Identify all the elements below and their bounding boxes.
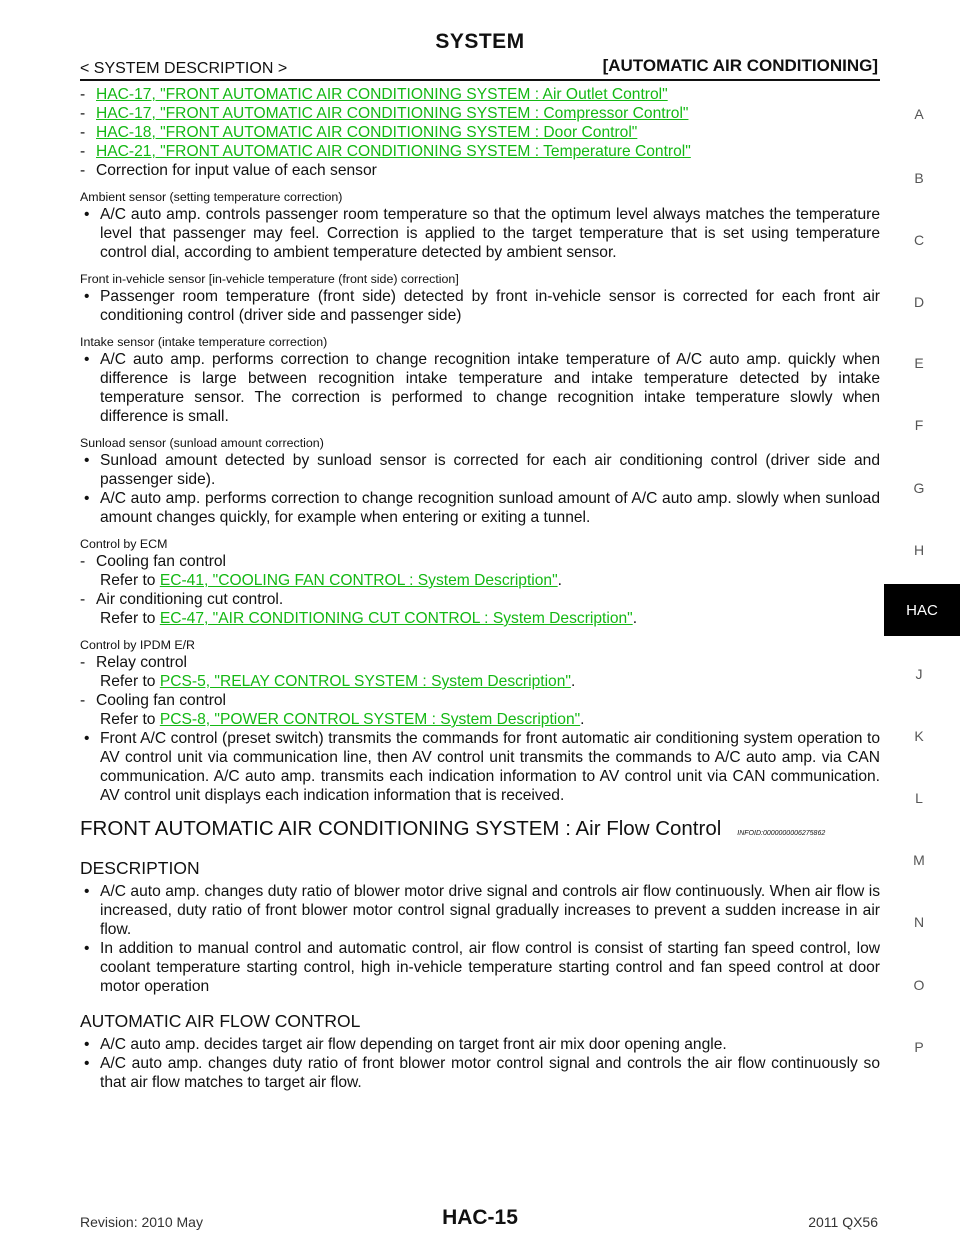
bullet-item: • Front A/C control (preset switch) tran…	[84, 730, 880, 804]
front-in-vehicle-sensor-heading: Front in-vehicle sensor [in-vehicle temp…	[80, 272, 459, 286]
refer-line: Refer to EC-41, "COOLING FAN CONTROL : S…	[100, 572, 562, 589]
sunload-sensor-heading: Sunload sensor (sunload amount correctio…	[80, 436, 324, 450]
main-content: - HAC-17, "FRONT AUTOMATIC AIR CONDITION…	[80, 85, 880, 1092]
index-letter[interactable]: H	[913, 542, 925, 558]
correction-item: - Correction for input value of each sen…	[80, 162, 377, 179]
breadcrumb: < SYSTEM DESCRIPTION >	[80, 60, 288, 77]
active-section-tab[interactable]: HAC	[884, 584, 960, 636]
index-letter[interactable]: A	[914, 106, 924, 122]
link-door-control[interactable]: HAC-18, "FRONT AUTOMATIC AIR CONDITIONIN…	[96, 124, 638, 141]
ipdm-item: - Relay control	[80, 654, 188, 671]
refer-line: Refer to EC-47, "AIR CONDITIONING CUT CO…	[100, 610, 638, 627]
ambient-sensor-heading: Ambient sensor (setting temperature corr…	[80, 190, 343, 204]
air-flow-control-heading: FRONT AUTOMATIC AIR CONDITIONING SYSTEM …	[80, 818, 880, 843]
section-label: [AUTOMATIC AIR CONDITIONING]	[602, 56, 878, 75]
header-rule	[80, 79, 880, 81]
ecm-item: - Cooling fan control	[80, 553, 227, 570]
refer-line: Refer to PCS-5, "RELAY CONTROL SYSTEM : …	[100, 673, 576, 690]
ipdm-item: - Cooling fan control	[80, 692, 227, 709]
link-ec-47[interactable]: EC-47, "AIR CONDITIONING CUT CONTROL : S…	[159, 610, 633, 627]
index-letter[interactable]: N	[913, 914, 925, 930]
index-letter[interactable]: K	[914, 728, 924, 744]
link-air-outlet-control[interactable]: HAC-17, "FRONT AUTOMATIC AIR CONDITIONIN…	[96, 86, 668, 103]
index-letter[interactable]: F	[914, 417, 924, 433]
bullet-item: • A/C auto amp. controls passenger room …	[84, 206, 880, 261]
bullet-item: • A/C auto amp. changes duty ratio of bl…	[84, 883, 880, 938]
info-id: INFOID:0000000006275862	[737, 830, 826, 837]
index-letter[interactable]: C	[913, 232, 925, 248]
link-pcs-5[interactable]: PCS-5, "RELAY CONTROL SYSTEM : System De…	[159, 673, 571, 690]
index-letter[interactable]: O	[913, 977, 925, 993]
intake-sensor-heading: Intake sensor (intake temperature correc…	[80, 335, 328, 349]
index-letter[interactable]: M	[913, 852, 925, 868]
top-link-item: - HAC-18, "FRONT AUTOMATIC AIR CONDITION…	[80, 123, 880, 142]
index-letter[interactable]: P	[914, 1039, 924, 1055]
index-letter[interactable]: L	[915, 790, 923, 806]
link-temperature-control[interactable]: HAC-21, "FRONT AUTOMATIC AIR CONDITIONIN…	[96, 143, 691, 160]
revision-label: Revision: 2010 May	[80, 1214, 203, 1230]
ipdm-heading: Control by IPDM E/R	[80, 638, 195, 652]
page-title: SYSTEM	[435, 30, 525, 53]
link-pcs-8[interactable]: PCS-8, "POWER CONTROL SYSTEM : System De…	[159, 711, 581, 728]
ecm-heading: Control by ECM	[80, 537, 168, 551]
automatic-air-flow-heading: AUTOMATIC AIR FLOW CONTROL	[80, 1011, 361, 1031]
link-ec-41[interactable]: EC-41, "COOLING FAN CONTROL : System Des…	[159, 572, 558, 589]
model-label: 2011 QX56	[808, 1214, 878, 1230]
ecm-item: - Air conditioning cut control.	[80, 591, 284, 608]
link-compressor-control[interactable]: HAC-17, "FRONT AUTOMATIC AIR CONDITIONIN…	[96, 105, 689, 122]
bullet-item: • A/C auto amp. changes duty ratio of fr…	[84, 1055, 880, 1091]
bullet-item: • Passenger room temperature (front side…	[84, 288, 880, 324]
description-heading: DESCRIPTION	[80, 858, 200, 878]
top-link-item: - HAC-21, "FRONT AUTOMATIC AIR CONDITION…	[80, 142, 880, 161]
bullet-item: • A/C auto amp. decides target air flow …	[84, 1036, 727, 1053]
top-link-item: - HAC-17, "FRONT AUTOMATIC AIR CONDITION…	[80, 85, 880, 104]
index-letter[interactable]: B	[914, 170, 924, 186]
top-link-item: - HAC-17, "FRONT AUTOMATIC AIR CONDITION…	[80, 104, 880, 123]
bullet-item: • Sunload amount detected by sunload sen…	[84, 452, 880, 488]
index-letter[interactable]: D	[913, 294, 925, 310]
index-letter[interactable]: E	[914, 355, 924, 371]
bullet-item: • A/C auto amp. performs correction to c…	[84, 351, 880, 425]
index-letter[interactable]: J	[915, 666, 923, 682]
refer-line: Refer to PCS-8, "POWER CONTROL SYSTEM : …	[100, 711, 585, 728]
section-index-sidebar: A B C D E F G H HAC J K L M N O P	[880, 0, 960, 1242]
page-number: HAC-15	[442, 1206, 518, 1229]
bullet-item: • In addition to manual control and auto…	[84, 940, 880, 995]
index-letter[interactable]: G	[913, 480, 925, 496]
bullet-item: • A/C auto amp. performs correction to c…	[84, 490, 880, 526]
